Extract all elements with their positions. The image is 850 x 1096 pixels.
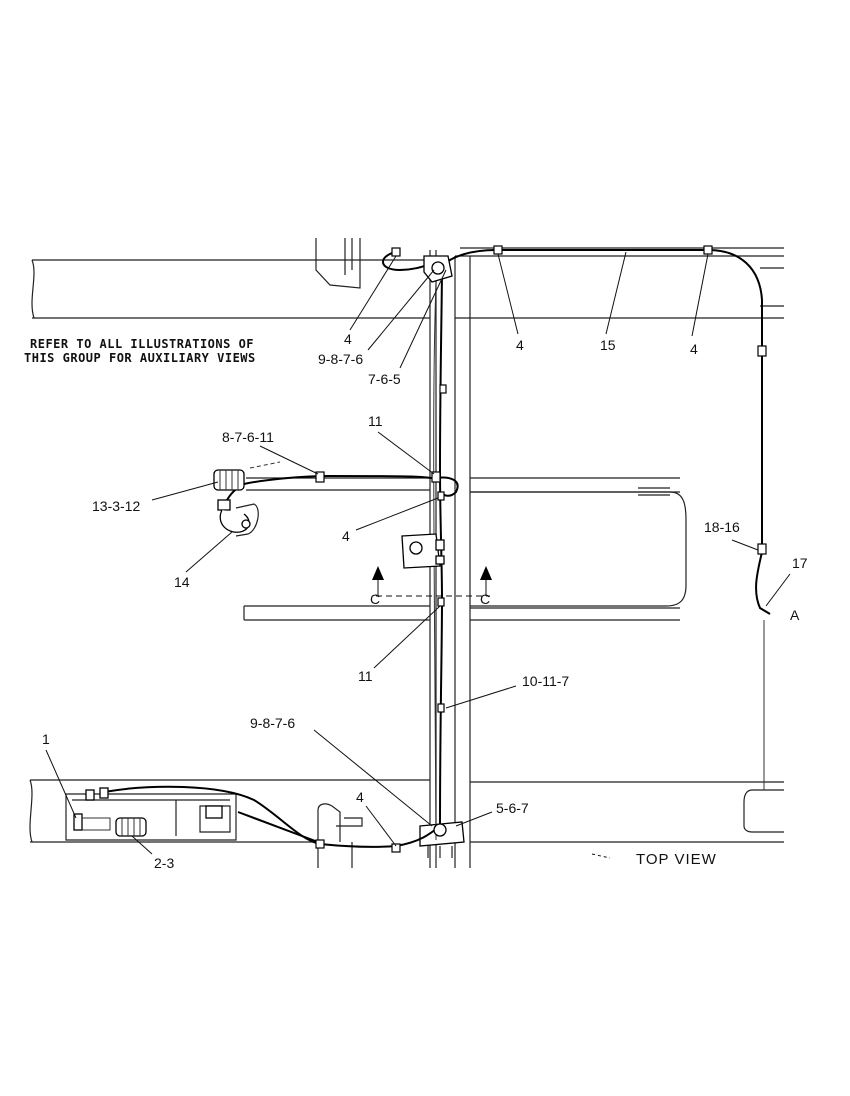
callout-5-6-7: 5-6-7 <box>496 800 529 816</box>
callout-11-upper: 11 <box>368 413 383 429</box>
callout-labels: 4 9-8-7-6 7-6-5 4 15 4 11 8-7-6-11 13-3-… <box>42 331 808 871</box>
section-marker-right: C <box>480 591 490 607</box>
callout-9-8-7-6-bottom: 9-8-7-6 <box>250 715 295 731</box>
callout-14: 14 <box>174 574 190 590</box>
note-line-1: REFER TO ALL ILLUSTRATIONS OF <box>30 337 254 351</box>
callout-13-3-12: 13-3-12 <box>92 498 140 514</box>
callout-15: 15 <box>600 337 616 353</box>
switch-14 <box>217 499 251 533</box>
callout-17: 17 <box>792 555 808 571</box>
components <box>73 461 445 837</box>
callout-4-top-right: 4 <box>690 341 698 357</box>
leader-lines <box>45 251 791 859</box>
connector-13-3-12 <box>213 461 281 491</box>
callout-9-8-7-6-top: 9-8-7-6 <box>318 351 363 367</box>
frame-outlines <box>29 238 784 868</box>
callout-8-7-6-11: 8-7-6-11 <box>222 429 274 445</box>
callout-11-lower: 11 <box>358 668 373 684</box>
section-marker-left: C <box>370 591 380 607</box>
callout-4-top-left: 4 <box>344 331 352 347</box>
callout-7-6-5: 7-6-5 <box>368 371 401 387</box>
callout-10-11-7: 10-11-7 <box>522 673 569 689</box>
callout-1: 1 <box>42 731 50 747</box>
callout-18-16: 18-16 <box>704 519 740 535</box>
middle-component <box>401 533 445 569</box>
clips <box>315 245 767 853</box>
battery-group <box>73 787 223 837</box>
note-line-2: THIS GROUP FOR AUXILIARY VIEWS <box>24 351 256 365</box>
callout-4-top-mid: 4 <box>516 337 524 353</box>
view-label: TOP VIEW <box>636 851 717 868</box>
callout-2-3: 2-3 <box>154 855 174 871</box>
callout-4-middle: 4 <box>342 528 350 544</box>
callout-A: A <box>790 607 800 623</box>
callout-4-bottom: 4 <box>356 789 364 805</box>
